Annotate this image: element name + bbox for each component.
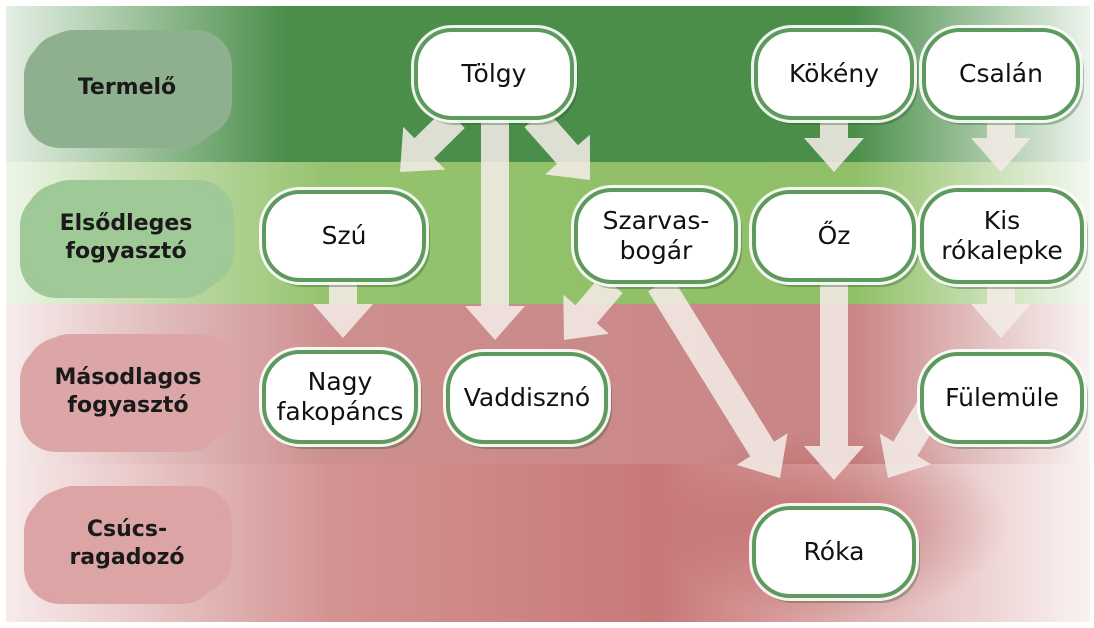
node-label: Kökény (788, 59, 880, 88)
arrow-szu-nagyfakopancs (313, 280, 373, 338)
node-roka: Róka (752, 506, 916, 598)
level-label-text: Másodlagos fogyasztó (54, 365, 202, 418)
node-kis-rokalepke: Kis rókalepke (920, 188, 1084, 284)
level-label-text: Elsődleges fogyasztó (59, 211, 193, 264)
arrow-szarvasbogar-vaddiszno (563, 274, 623, 340)
arrow-szarvasbogar-roka (648, 276, 788, 478)
node-label: Szarvas- bogár (602, 206, 710, 265)
node-szu: Szú (262, 190, 426, 282)
arrow-tolgy-szu (400, 108, 465, 172)
level-label-producer: Termelő (32, 36, 222, 140)
node-vaddiszno: Vaddisznó (446, 352, 608, 444)
node-label: Tölgy (461, 59, 527, 88)
level-label-text: Termelő (77, 75, 177, 100)
arrow-kokeny-oz (804, 118, 864, 172)
arrow-csalan-kisrokalepke (971, 118, 1031, 172)
node-label: Róka (803, 537, 865, 566)
node-nagy-fakopancs: Nagy fakopáncs (262, 350, 418, 444)
node-label: Csalán (959, 59, 1043, 88)
node-tolgy: Tölgy (414, 28, 574, 120)
node-label: Szú (321, 221, 367, 250)
arrow-kisrokalepke-fulemule (971, 284, 1031, 338)
arrow-tolgy-vaddiszno (465, 118, 525, 340)
node-label: Kis rókalepke (941, 206, 1063, 265)
node-szarvasbogar: Szarvas- bogár (574, 188, 738, 284)
node-kokeny: Kökény (754, 28, 914, 120)
node-csalan: Csalán (922, 28, 1080, 120)
arrow-tolgy-szarvasbogar (524, 108, 590, 180)
arrow-oz-roka (804, 282, 864, 480)
level-label-apex-predator: Csúcs- ragadozó (32, 492, 222, 596)
node-label: Őz (817, 221, 851, 250)
node-label: Fülemüle (945, 383, 1059, 412)
node-oz: Őz (752, 190, 916, 282)
node-label: Nagy fakopáncs (276, 367, 404, 426)
level-label-text: Csúcs- ragadozó (69, 517, 185, 570)
node-label: Vaddisznó (463, 383, 591, 412)
node-fulemule: Fülemüle (920, 352, 1084, 444)
level-label-secondary-consumer: Másodlagos fogyasztó (28, 340, 228, 444)
level-label-primary-consumer: Elsődleges fogyasztó (28, 186, 224, 290)
